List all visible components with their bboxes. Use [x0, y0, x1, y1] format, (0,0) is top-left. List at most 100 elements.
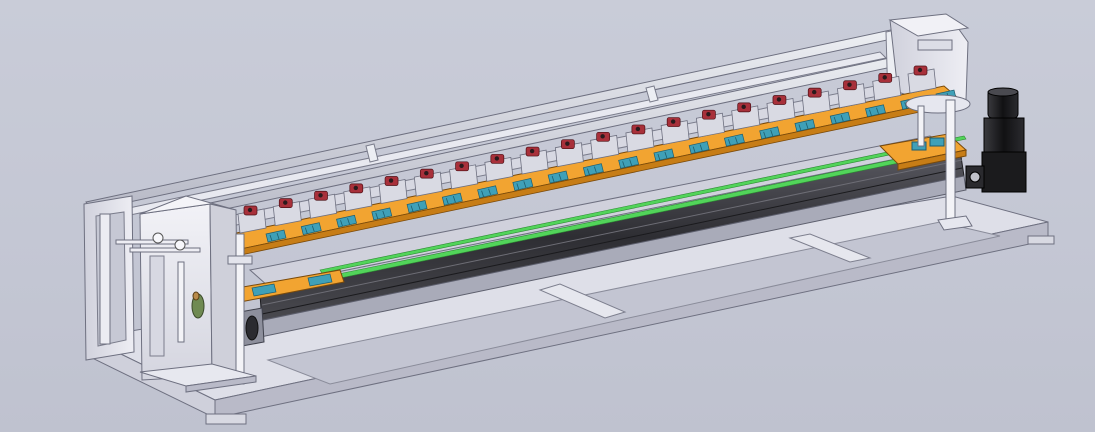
conveyor	[239, 135, 967, 347]
guide-rail-green-upper	[319, 135, 967, 274]
clamp-slot	[629, 159, 633, 166]
base-foot	[205, 413, 247, 425]
clamp-slot	[410, 205, 414, 212]
base-foot	[1027, 235, 1055, 245]
clamp-slot	[304, 227, 308, 234]
motor-cap-top	[987, 87, 1019, 97]
clamp-slot	[728, 139, 731, 146]
transfer-clamp	[929, 137, 945, 147]
clamp-slot	[876, 107, 879, 114]
gripper-screw	[635, 126, 641, 132]
station	[625, 124, 675, 162]
clamp-slot	[869, 109, 872, 116]
belt-ridge	[261, 159, 963, 306]
clamp-slot	[593, 166, 597, 173]
station-row-lower	[251, 273, 333, 297]
left-feed-station	[83, 195, 257, 393]
sensor-component-tip	[192, 291, 200, 301]
station	[801, 87, 851, 125]
station	[378, 176, 428, 213]
feed-post-collar	[227, 255, 253, 265]
drive-post	[917, 105, 925, 147]
clamp-slot	[840, 114, 844, 122]
clamp-slot	[735, 137, 738, 144]
feed-bar	[115, 239, 189, 245]
station	[272, 198, 322, 236]
clamp-slot	[551, 175, 555, 183]
clamp-slot	[276, 232, 280, 240]
gripper-screw	[529, 148, 535, 154]
station-lower	[251, 283, 277, 297]
feed-bar	[129, 247, 201, 253]
station	[484, 154, 534, 191]
station	[554, 139, 604, 177]
clamp-slot	[692, 146, 696, 153]
gripper-screw	[318, 193, 323, 198]
station	[837, 80, 886, 118]
station	[590, 131, 640, 169]
station	[519, 146, 569, 184]
gripper-screw	[353, 185, 358, 191]
clamp-slot	[657, 153, 661, 161]
clamp-slot	[347, 218, 350, 225]
gripper-screw	[494, 156, 500, 161]
belt-ridge	[261, 167, 963, 315]
gripper-screw	[283, 200, 288, 205]
clamp-slot	[488, 188, 491, 195]
clamp-slot	[340, 220, 343, 227]
clamp-slot	[798, 124, 802, 131]
clamp-slot	[558, 173, 562, 181]
station	[449, 161, 499, 199]
left-pillar	[177, 261, 185, 343]
gripper-screw	[882, 75, 887, 80]
motor-gearbox	[983, 117, 1025, 159]
clamp-slot	[269, 234, 273, 242]
gripper-screw	[565, 141, 570, 146]
station	[237, 205, 287, 243]
station	[343, 183, 393, 221]
station	[731, 102, 781, 140]
clamp-slot	[586, 168, 590, 175]
gripper-screw	[459, 163, 464, 168]
clamp-slot	[452, 196, 456, 203]
gripper-screw	[670, 119, 676, 124]
clamp-slot	[833, 116, 837, 124]
gripper-screw	[847, 82, 852, 87]
base-cross-member	[538, 283, 627, 319]
frame-upright	[365, 143, 379, 163]
station	[766, 95, 816, 132]
gripper-screw	[917, 67, 923, 73]
clamp-block	[251, 283, 277, 297]
clamp-slot	[763, 131, 767, 138]
clamp-block	[307, 273, 333, 287]
station	[413, 168, 463, 206]
gripper-screw	[706, 112, 711, 117]
base-frame-opening	[266, 221, 1001, 385]
clamp-slot	[417, 203, 421, 210]
clamp-slot	[375, 212, 379, 220]
drive-post	[945, 99, 956, 225]
right-tower-bracket	[917, 39, 953, 51]
frame-upright	[645, 85, 659, 103]
station	[660, 117, 710, 154]
clamp-slot	[445, 198, 449, 205]
gripper-screw	[600, 134, 605, 139]
clamp-slot	[311, 225, 315, 232]
clamp-slot	[622, 161, 626, 168]
feed-pin	[152, 232, 164, 244]
gripper-screw	[776, 97, 782, 102]
gripper-screw	[812, 89, 817, 95]
feed-pin	[174, 239, 186, 251]
left-frame-upright	[99, 213, 111, 345]
clamp-slot	[516, 183, 520, 190]
gripper-screw	[247, 207, 253, 213]
feed-base-plate-edge	[185, 375, 257, 393]
station	[695, 109, 745, 147]
motor-shaft	[969, 171, 981, 183]
belt-pulley	[245, 315, 259, 341]
clamp-slot	[770, 129, 774, 136]
gripper-screw	[741, 104, 746, 110]
station	[308, 190, 357, 228]
